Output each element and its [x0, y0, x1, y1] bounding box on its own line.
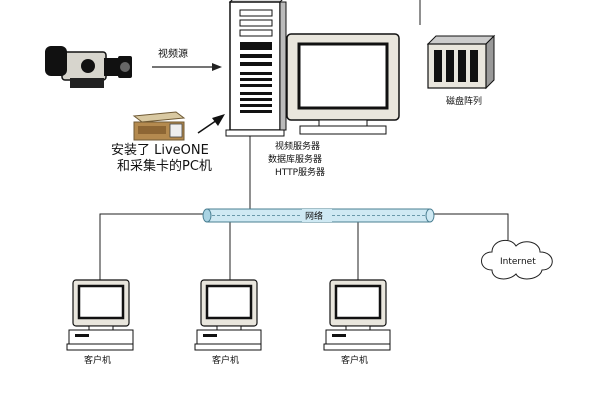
video-source-label: 视频源 — [158, 47, 188, 60]
server-role-http: HTTP服务器 — [275, 166, 325, 178]
client-computer-icon — [194, 279, 262, 351]
server-role-database: 数据库服务器 — [268, 153, 322, 165]
pc-pointer-arrow — [197, 114, 225, 134]
cloud-icon — [481, 239, 553, 280]
disk-array-icon — [426, 34, 496, 90]
server-tower-icon — [225, 0, 287, 137]
server-role-video: 视频服务器 — [275, 140, 320, 152]
connection-lines — [99, 0, 509, 282]
capture-card-icon — [132, 111, 186, 141]
internet-label: Internet — [500, 257, 536, 267]
pc-label-line2: 和采集卡的PC机 — [117, 158, 212, 174]
client-label-2: 客户机 — [212, 354, 239, 366]
network-label: 网络 — [305, 210, 323, 222]
internet-link — [433, 213, 509, 240]
network-pipe — [202, 208, 435, 223]
disk-array-label: 磁盘阵列 — [446, 95, 482, 107]
pc-label-line1: 安装了 LiveONE — [111, 143, 209, 158]
video-source-arrow — [152, 63, 222, 71]
client-computer-icon — [323, 279, 391, 351]
video-camera-icon — [45, 46, 132, 88]
client-left-link — [99, 213, 203, 282]
client-label-3: 客户机 — [341, 354, 368, 366]
client-label-1: 客户机 — [84, 354, 111, 366]
monitor-icon — [286, 33, 400, 135]
client-computer-icon — [66, 279, 134, 351]
